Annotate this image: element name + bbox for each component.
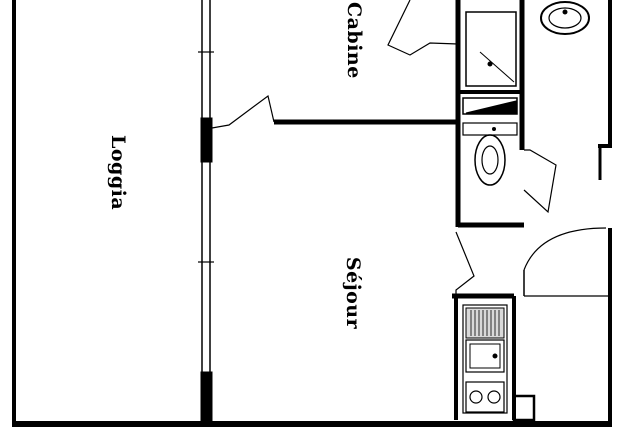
- room-label-loggia: Loggia: [107, 135, 129, 211]
- closet-box: [512, 394, 536, 422]
- shower-tray: [465, 11, 517, 87]
- toilet-inner-icon: [481, 145, 499, 175]
- wc-shelf-dot: [492, 127, 496, 131]
- shower-drain-icon: [487, 61, 493, 67]
- wc-cistern-fill: [465, 100, 517, 114]
- kitchen-sink-basin: [469, 343, 501, 369]
- door-leaf-kitchen: [455, 231, 475, 296]
- wall-pillar-bottom: [200, 371, 213, 423]
- wall-pillar-mid: [200, 117, 213, 163]
- cooktop-burner-right-icon: [487, 390, 501, 404]
- door-leaf-wc: [523, 149, 557, 214]
- wc-shelf: [462, 122, 518, 136]
- room-label-cabine: Cabine: [343, 2, 365, 79]
- washbasin-inner-icon: [548, 7, 582, 29]
- outer-walls: [12, 0, 612, 427]
- entrance-door: [523, 227, 612, 297]
- door-leaf-window: [211, 94, 275, 129]
- kitchenette: [452, 293, 536, 422]
- door-swing-cabine: [387, 0, 459, 56]
- washbasin-tap-icon: [562, 9, 568, 15]
- door-leaf-cabine: [387, 0, 459, 56]
- door-swing-window: [211, 94, 275, 129]
- cooktop-burner-left-icon: [469, 390, 483, 404]
- shower-diagonal: [479, 51, 515, 83]
- toilet-bowl-icon: [474, 134, 506, 186]
- drainboard-ribs: [470, 310, 500, 336]
- drainboard: [465, 307, 505, 339]
- bathroom-block: [455, 0, 612, 228]
- kitchen-sink-icon: [465, 339, 505, 373]
- washbasin-icon: [540, 1, 590, 35]
- wc-cistern: [462, 97, 518, 115]
- cooktop-icon: [465, 381, 505, 413]
- entrance-door-arc: [523, 227, 607, 271]
- window-wall: [198, 0, 214, 423]
- kitchen-tap-icon: [492, 353, 498, 359]
- room-label-sejour: Séjour: [342, 256, 364, 330]
- kitchen-counter: [462, 304, 508, 414]
